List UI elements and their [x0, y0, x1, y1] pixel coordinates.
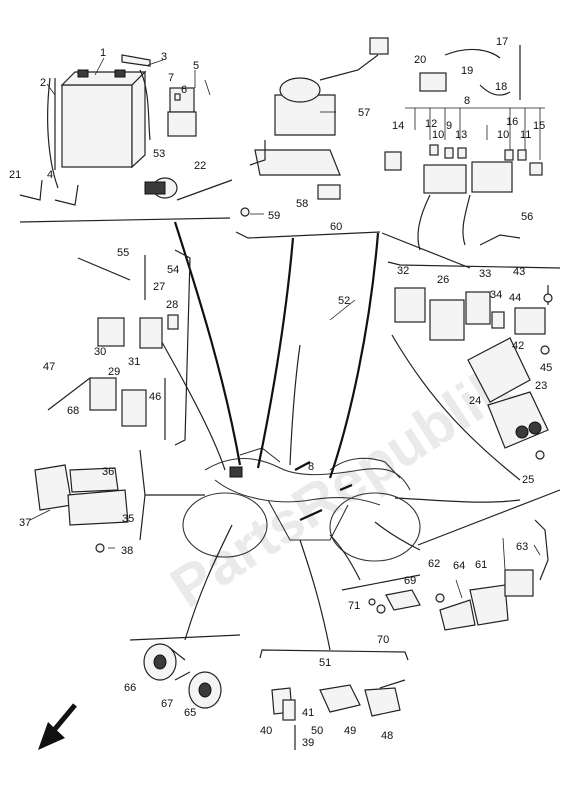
callout-45: 45 [540, 362, 552, 374]
callout-5: 5 [193, 60, 199, 72]
callout-53: 53 [153, 148, 165, 160]
callout-24: 24 [469, 395, 481, 407]
callout-32: 32 [397, 265, 409, 277]
watermark-text: PartsRepublik [159, 353, 522, 620]
callout-64: 64 [453, 560, 465, 572]
horn-group [129, 634, 241, 709]
callout-60: 60 [330, 221, 342, 233]
callout-27: 27 [153, 281, 165, 293]
callout-63: 63 [516, 541, 528, 553]
callout-28: 28 [166, 299, 178, 311]
callout-30: 30 [94, 346, 106, 358]
callout-9: 9 [446, 120, 452, 132]
callout-39: 39 [302, 737, 314, 749]
callout-leader-lines [29, 57, 541, 599]
callout-46: 46 [149, 391, 161, 403]
callout-66: 66 [124, 682, 136, 694]
callout-13: 13 [455, 129, 467, 141]
callout-21: 21 [9, 169, 21, 181]
callout-47: 47 [43, 361, 55, 373]
callout-44: 44 [509, 292, 521, 304]
callout-10a: 10 [432, 129, 444, 141]
callout-15: 15 [533, 120, 545, 132]
callout-37: 37 [19, 517, 31, 529]
callout-3: 3 [161, 51, 167, 63]
callout-4: 4 [47, 169, 53, 181]
callout-8-top: 8 [464, 95, 470, 107]
relay-group-right [387, 261, 561, 460]
callout-59: 59 [268, 210, 280, 222]
switch-group-right [417, 489, 561, 631]
switch-group-bottom [259, 649, 409, 750]
callout-12: 12 [425, 118, 437, 130]
group-connector-lines [145, 221, 521, 651]
callout-8-center: 8 [308, 461, 314, 473]
callout-7: 7 [168, 72, 174, 84]
callout-71: 71 [348, 600, 360, 612]
callout-31: 31 [128, 356, 140, 368]
callout-labels: 1 2 3 4 5 6 7 8 8 9 10 10 11 12 13 14 15… [9, 36, 552, 749]
callout-65: 65 [184, 707, 196, 719]
callout-20: 20 [414, 54, 426, 66]
callout-38: 38 [121, 545, 133, 557]
callout-1: 1 [100, 47, 106, 59]
callout-55: 55 [117, 247, 129, 259]
callout-23: 23 [535, 380, 547, 392]
front-direction-arrow-icon [38, 703, 77, 750]
callout-57: 57 [358, 107, 370, 119]
callout-67: 67 [161, 698, 173, 710]
callout-56: 56 [521, 211, 533, 223]
callout-14: 14 [392, 120, 404, 132]
callout-61: 61 [475, 559, 487, 571]
callout-25: 25 [522, 474, 534, 486]
callout-58: 58 [296, 198, 308, 210]
relay-group-left [47, 249, 191, 446]
callout-10b: 10 [497, 129, 509, 141]
callout-26: 26 [437, 274, 449, 286]
callout-43: 43 [513, 266, 525, 278]
sensor-group [341, 574, 421, 614]
ecu-group-left [34, 449, 146, 553]
callout-40: 40 [260, 725, 272, 737]
control-unit-group [235, 37, 389, 239]
callout-69: 69 [404, 575, 416, 587]
callout-34: 34 [490, 289, 502, 301]
fuse-box-group [381, 45, 545, 269]
callout-33: 33 [479, 268, 491, 280]
callout-11: 11 [520, 129, 531, 141]
callout-6: 6 [181, 84, 187, 96]
callout-35: 35 [122, 513, 134, 525]
callout-19: 19 [461, 65, 473, 77]
callout-2: 2 [40, 77, 46, 89]
callout-22: 22 [194, 160, 206, 172]
callout-48: 48 [381, 730, 393, 742]
callout-36: 36 [102, 466, 114, 478]
callout-41: 41 [302, 707, 314, 719]
callout-18: 18 [495, 81, 507, 93]
callout-51: 51 [319, 657, 331, 669]
callout-54: 54 [167, 264, 179, 276]
callout-50: 50 [311, 725, 323, 737]
callout-62: 62 [428, 558, 440, 570]
callout-52: 52 [338, 295, 350, 307]
callout-42: 42 [512, 340, 524, 352]
callout-16: 16 [506, 116, 518, 128]
battery-group [19, 54, 233, 223]
callout-29: 29 [108, 366, 120, 378]
callout-17: 17 [496, 36, 508, 48]
callout-68: 68 [67, 405, 79, 417]
callout-49: 49 [344, 725, 356, 737]
callout-70: 70 [377, 634, 389, 646]
